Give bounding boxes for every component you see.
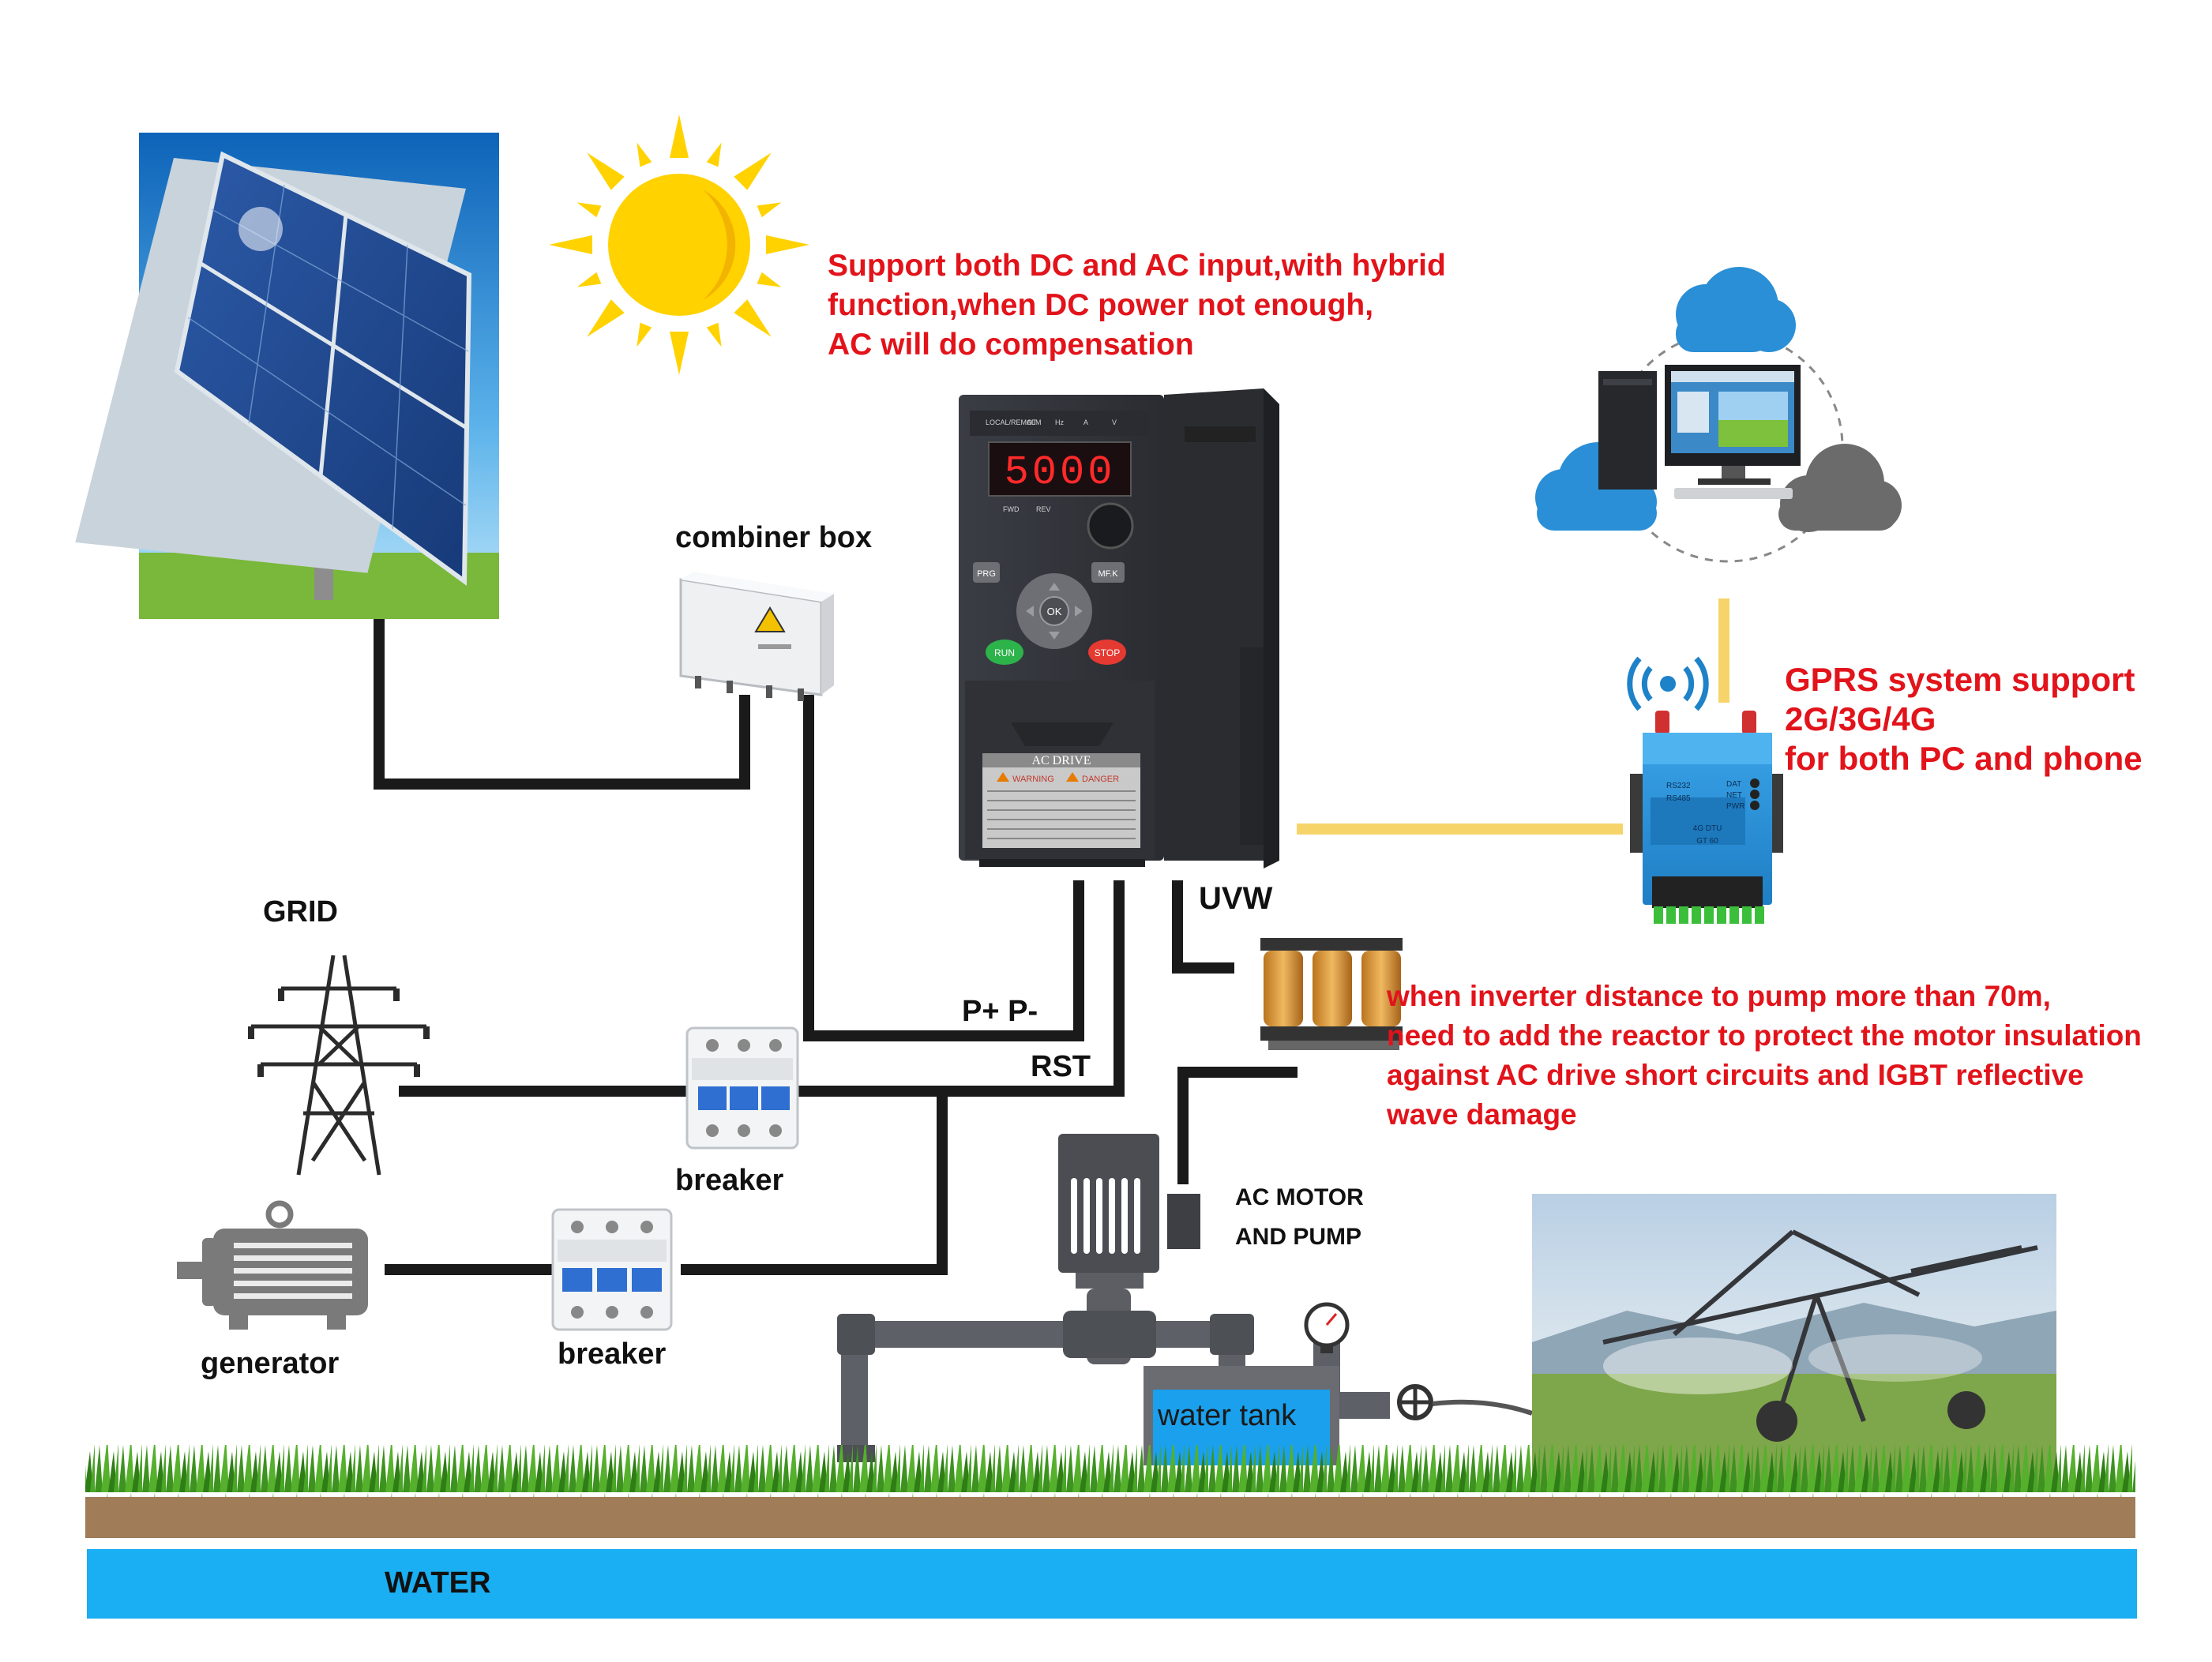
prg-key[interactable]: PRG	[977, 569, 996, 579]
breaker-top-label: breaker	[675, 1164, 784, 1197]
data-link	[1297, 598, 1729, 835]
reactor-note-line-2: need to add the reactor to protect the m…	[1387, 1019, 2142, 1052]
drive-led-hz: Hz	[1055, 418, 1064, 426]
combiner-box-label: combiner box	[675, 521, 873, 554]
combiner-box-icon	[679, 572, 834, 701]
drive-display: 5000	[1005, 449, 1116, 496]
wire-breaker2-to-bus	[681, 1091, 948, 1275]
dtu-led-net: NET	[1726, 791, 1742, 800]
drive-brand: AC DRIVE	[1031, 754, 1091, 767]
rst-label: RST	[1031, 1050, 1091, 1083]
circuit-breaker-icon	[685, 1026, 799, 1150]
ground	[85, 1445, 2137, 1619]
dtu-port-rs485: RS485	[1666, 794, 1691, 803]
wiring	[374, 619, 1298, 1275]
gprs-note-line-1: GPRS system support	[1785, 661, 2135, 698]
dtu-led-pwr: PWR	[1726, 802, 1744, 811]
grid-label: GRID	[263, 895, 338, 929]
reactor-note-line-1: when inverter distance to pump more than…	[1387, 980, 2051, 1012]
dtu-port-rs232: RS232	[1666, 782, 1691, 790]
reactor-icon	[1260, 938, 1403, 1050]
ac-drive-panel-text: 5000 LOCAL/REMOT ALM Hz A V FWD REV PRG …	[977, 418, 1120, 784]
wire-breaker-to-drive-rst	[798, 880, 1125, 1097]
drive-led-a: A	[1083, 418, 1088, 426]
water-tank-label: water tank	[1158, 1399, 1297, 1432]
stop-key[interactable]: STOP	[1095, 647, 1120, 658]
water-label: WATER	[385, 1566, 491, 1600]
circuit-breaker-icon	[551, 1208, 673, 1331]
hybrid-note-line-3: AC will do compensation	[828, 328, 1194, 362]
pressure-gauge-icon	[1304, 1302, 1350, 1353]
wire-drive-to-reactor	[1172, 880, 1234, 974]
ac-drive-icon	[959, 388, 1279, 869]
drive-rev: REV	[1036, 505, 1051, 513]
wifi-signal-icon	[1627, 656, 1709, 711]
gprs-note-line-2: 2G/3G/4G	[1785, 700, 1936, 737]
gprs-dtu-icon	[1630, 711, 1783, 924]
reactor-note: when inverter distance to pump more than…	[1387, 977, 2142, 1135]
transmission-tower-icon	[248, 955, 430, 1176]
dtu-model-2: GT 60	[1696, 837, 1718, 846]
dtu-model-1: 4G DTU	[1693, 824, 1722, 833]
drive-danger: DANGER	[1082, 775, 1119, 784]
reactor-note-line-4: wave damage	[1387, 1098, 1577, 1131]
pipe-fittings	[837, 1311, 1254, 1462]
drive-warning: WARNING	[1012, 775, 1054, 784]
drive-led-local: LOCAL/REMOT	[986, 418, 1037, 426]
gprs-note-line-3: for both PC and phone	[1785, 740, 2143, 777]
dtu-panel-text: RS232 RS485 DAT NET PWR 4G DTU GT 60	[1666, 780, 1744, 846]
run-key[interactable]: RUN	[994, 647, 1015, 658]
sun-icon	[549, 114, 809, 375]
reactor-note-line-3: against AC drive short circuits and IGBT…	[1387, 1059, 2084, 1091]
hybrid-note-line-2: function,when DC power not enough,	[828, 288, 1374, 322]
generator-label: generator	[201, 1347, 340, 1380]
generator-icon	[177, 1200, 368, 1330]
gprs-note: GPRS system support 2G/3G/4G for both PC…	[1785, 660, 2143, 778]
wire-panel-to-combiner	[374, 619, 750, 790]
wire-reactor-to-motor	[1177, 1067, 1298, 1184]
p-plus-minus-label: P+ P-	[962, 995, 1038, 1028]
computer-icon	[1598, 365, 1801, 499]
motor-pump-label: AC MOTOR AND PUMP	[1235, 1178, 1364, 1257]
drive-led-v: V	[1112, 418, 1117, 426]
uvw-label: UVW	[1199, 881, 1273, 916]
breaker-bottom-label: breaker	[558, 1337, 667, 1371]
wire-combiner-to-drive-dc	[803, 695, 1084, 1041]
ok-key[interactable]: OK	[1047, 606, 1062, 617]
valve-icon	[1397, 1384, 1533, 1420]
motor-pump-label-line-1: AC MOTOR	[1235, 1184, 1364, 1210]
drive-led-alm: ALM	[1027, 418, 1042, 426]
dtu-led-dat: DAT	[1726, 780, 1741, 789]
drive-fwd: FWD	[1003, 505, 1020, 513]
center-pivot-irrigation-icon	[1532, 1194, 2056, 1492]
mfk-key[interactable]: MF.K	[1098, 569, 1118, 579]
hybrid-note-line-1: Support both DC and AC input,with hybrid	[828, 249, 1446, 283]
motor-pump-label-line-2: AND PUMP	[1235, 1224, 1362, 1250]
solar-panel-icon	[75, 133, 499, 619]
hybrid-note: Support both DC and AC input,with hybrid…	[828, 246, 1446, 365]
